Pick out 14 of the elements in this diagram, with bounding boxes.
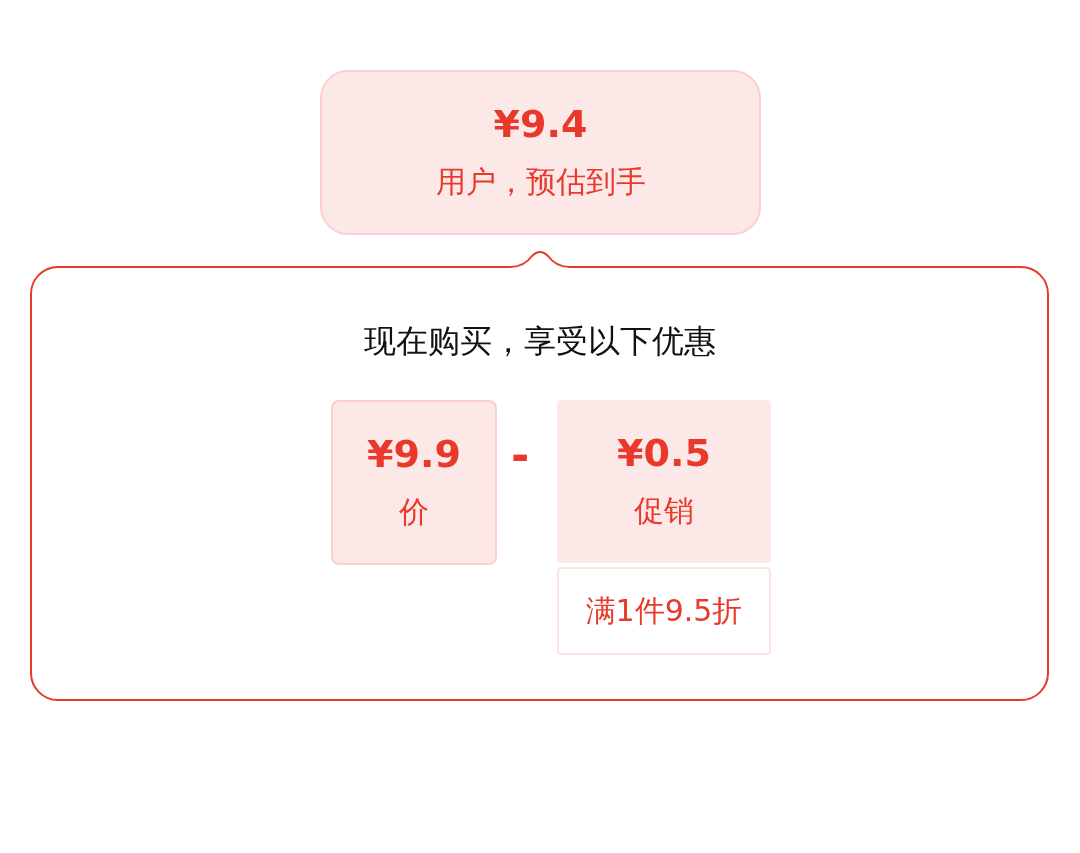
price-text: ¥0.5	[617, 431, 711, 475]
rule-text: 满1件9.5折	[585, 591, 743, 630]
price-text: ¥9.9	[367, 432, 461, 476]
panel-heading: 现在购买，享受以下优惠	[363, 321, 716, 362]
discount-panel	[30, 266, 1049, 701]
caption-text: 促销	[634, 492, 694, 530]
minus-sign: -	[511, 430, 530, 481]
caption-text: 用户，预估到手	[435, 163, 646, 201]
price-text: ¥9.4	[493, 102, 588, 146]
price-bubble	[320, 70, 761, 235]
price-card	[331, 400, 497, 565]
caption-text: 价	[399, 493, 429, 531]
promotion-card	[557, 400, 771, 563]
promotion-rule-card	[557, 567, 771, 655]
